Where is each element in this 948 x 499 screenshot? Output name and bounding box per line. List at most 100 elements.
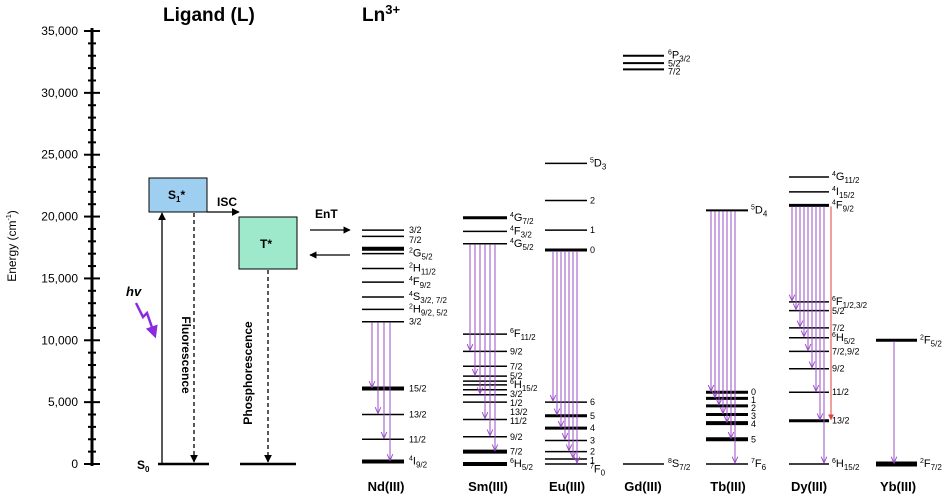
ion-name: Tb(III) [710,479,745,494]
level-label: 5D3 [590,157,607,171]
axis-tick-label: 5,000 [48,395,78,409]
axis-tick-label: 30,000 [41,86,78,100]
y-axis-label: Energy (cm-1) [5,210,19,282]
ion-name: Nd(III) [368,479,405,494]
level-label: 2 [751,403,756,413]
level-label: 11/2 [832,387,849,397]
level-label: 1 [751,395,756,405]
hv-label: hv [126,284,142,299]
level-label: 4G7/2 [510,212,534,226]
level-label: 6H5/2 [832,332,856,346]
ion-name: Eu(III) [549,479,585,494]
ion-name: Gd(III) [624,479,662,494]
ion-smiii: 4G7/24F3/24G5/26F11/29/27/25/26H15/23/21… [463,212,538,494]
level-label: 4F3/2 [510,225,532,239]
level-label: 11/2 [409,434,426,444]
level-label: 2H9/2, 5/2 [409,303,448,317]
level-label: 13/2 [510,407,528,417]
level-label: 4F9/2 [832,199,854,213]
level-label: 6F1/2,3/2 [832,296,868,310]
level-label: 4 [751,419,756,429]
level-label: 4F9/2 [409,276,431,290]
level-label: 5/2 [668,59,681,69]
level-label: 3/2 [409,225,422,235]
level-label: 6P3/2 [668,50,691,64]
level-label: 9/2 [510,346,523,356]
level-label: 3/2 [510,389,523,399]
level-label: 9/2 [832,364,845,374]
level-label: 5/2 [832,306,845,316]
level-label: 4I9/2 [409,456,428,470]
level-label: 6H15/2 [832,458,860,472]
ion-name: Yb(III) [880,479,916,494]
level-label: 5/2 [510,371,523,381]
axis-tick-label: 15,000 [41,271,78,285]
level-label: 4S3/2, 7/2 [409,291,447,305]
ion-name: Dy(III) [791,479,827,494]
level-label: 7/2 [832,323,845,333]
ligand-section: S0 S1* T* Fluorescence Phosphorescence I… [126,177,351,474]
s0-label: S0 [137,458,150,474]
level-label: 5 [751,434,756,444]
level-label: 4 [590,423,595,433]
level-label: 7F0 [590,464,606,478]
s1-label: S1* [168,188,185,204]
level-label: 7/2 [409,235,422,245]
axis-ticks: 0 5,000 10,000 15,000 20,000 25,000 30,000 35,0… [41,24,100,471]
level-label: 6H5/2 [510,458,534,472]
axis-tick-label: 0 [71,457,78,471]
ent-label: EnT [315,207,338,221]
ligand-title: Ligand (L) [163,5,255,26]
level-label: 6F11/2 [510,328,536,342]
level-label: 3 [590,435,595,445]
level-label: 11/2 [510,416,527,426]
axis-tick-label: 10,000 [41,333,78,347]
ion-name: Sm(III) [468,479,508,494]
ln-title: Ln3+ [362,2,400,26]
level-label: 0 [751,387,756,397]
ion-dyiii: 4G11/24I15/24F9/26F1/2,3/25/27/26H5/27/2… [789,171,868,494]
level-label: 6 [590,397,595,407]
level-label: 7/2 [510,361,523,371]
axis-tick-label: 20,000 [41,210,78,224]
level-label: 4G5/2 [510,238,534,252]
energy-axis: 0 5,000 10,000 15,000 20,000 25,000 30,000 35,0… [5,24,100,471]
level-label: 7/2 [510,447,523,457]
axis-tick-label: 35,000 [41,24,78,38]
level-label: 13/2 [409,410,427,420]
level-label: 2F7/2 [920,458,942,472]
level-label: 2 [590,447,595,457]
level-label: 2G5/2 [409,248,433,262]
level-label: 1 [590,225,595,235]
level-label: 8S7/2 [668,458,691,472]
triplet-state-box [238,216,298,270]
level-label: 0 [590,245,595,255]
level-label: 13/2 [832,416,850,426]
level-label: 5 [590,411,595,421]
axis-tick-label: 25,000 [41,148,78,162]
level-label: 7/2,9/2 [832,346,860,356]
level-label: 6H15/2 [510,379,538,393]
level-label: 15/2 [409,384,427,394]
level-label: 2 [590,195,595,205]
fluorescence-label: Fluorescence [179,316,193,394]
level-label: 5D4 [751,204,768,218]
s1-state-box [148,177,208,213]
phosphorescence-label: Phosphorescence [241,321,255,425]
level-label: 3 [751,411,756,421]
level-label: 3/2 [409,317,422,327]
ion-gdiii: 6P3/25/27/2 8S7/2Gd(III) [623,50,691,494]
isc-label: ISC [217,195,237,209]
level-label: 7/2 [668,67,681,77]
level-label: 9/2 [510,432,523,442]
level-label: 1 [590,456,595,466]
hv-lightning-icon [134,302,158,339]
level-label: 4I15/2 [832,186,855,200]
triplet-label: T* [260,237,272,251]
